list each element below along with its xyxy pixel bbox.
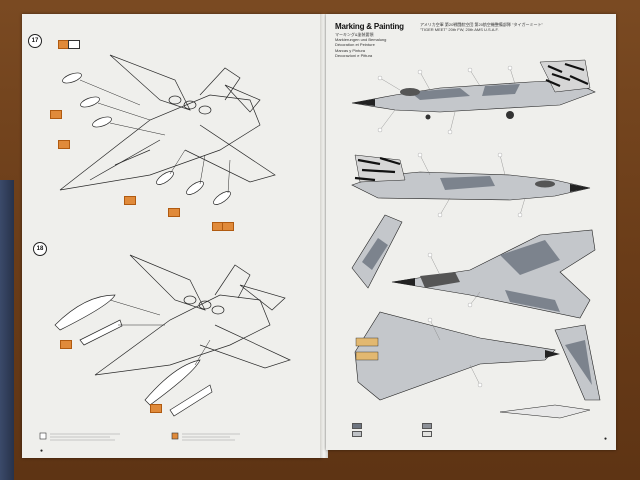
- scheme-header-english: "TIGER MEET" 20th FW, 20th AMS U.S.A.F.: [420, 27, 499, 32]
- book-gutter: [320, 14, 328, 458]
- step-number-18: 18: [33, 242, 47, 256]
- part-callout-chip: [150, 404, 162, 413]
- part-callout-chip: [60, 340, 72, 349]
- subtitle-german: Markierungen und Bemalung: [335, 37, 387, 43]
- step-number-17: 17: [28, 34, 42, 48]
- step-18-aircraft-diagram: [94, 254, 291, 376]
- subtitle-spanish: Marcas y Pintura: [335, 47, 366, 53]
- top-planform-view: [391, 229, 596, 319]
- marking-scheme-header: アメリカ空軍 第20戦闘航空団 第20航空機整備部隊 "タイガーミート" "TI…: [420, 22, 543, 32]
- side-profile-top: [351, 59, 596, 120]
- part-callout-chip: [168, 208, 180, 217]
- color-swatch-white: [422, 431, 432, 437]
- part-callout-chip: [124, 196, 136, 205]
- part-callout-chip: [58, 140, 70, 149]
- part-callout-chip: [68, 40, 80, 49]
- color-legend: [352, 423, 532, 445]
- marking-painting-title: Marking & Painting: [335, 22, 404, 31]
- part-callout-chip: [222, 222, 234, 231]
- color-swatch-medium: [422, 423, 432, 429]
- store-profile: [499, 404, 591, 419]
- subtitle-french: Décoration et Peinture: [335, 42, 375, 48]
- marking-painting-subtitles: マーキング&塗装要領 Markierungen und Bemalung Déc…: [335, 32, 386, 58]
- scheme-header-japanese: アメリカ空軍 第20戦闘航空団 第20航空機整備部隊 "タイガーミート": [420, 22, 543, 27]
- subtitle-japanese: マーキング&塗装要領: [335, 32, 374, 37]
- part-callout-chip: [50, 110, 62, 119]
- bottom-planform-view: [354, 311, 601, 401]
- side-profile-bottom: [351, 154, 591, 201]
- color-swatch-dark: [352, 423, 362, 429]
- background-object: [0, 180, 14, 480]
- page-marker-right: ●: [604, 436, 608, 442]
- subtitle-italian: Decorazioni e Pittura: [335, 52, 373, 58]
- page-marker-left: ●: [40, 448, 44, 454]
- color-swatch-light: [352, 431, 362, 437]
